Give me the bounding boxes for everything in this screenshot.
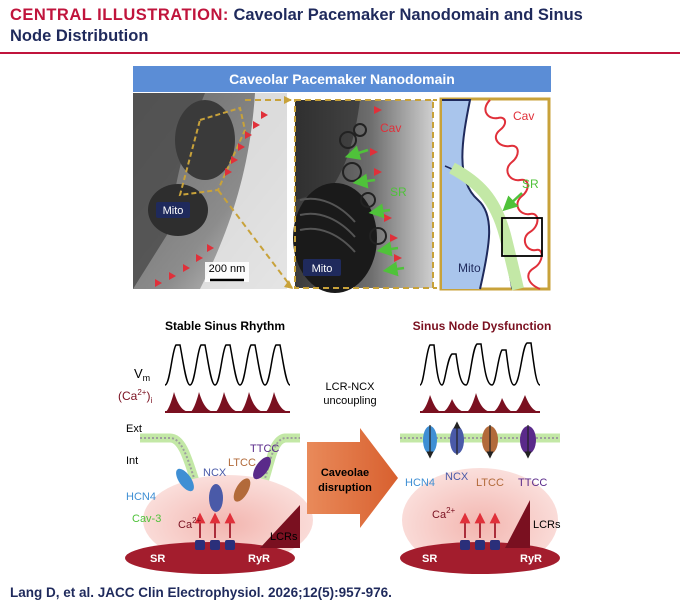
stable-ca2-sup: 2+ xyxy=(192,516,201,525)
dysfunction-hcn4-label: HCN4 xyxy=(405,477,435,489)
stable-int-label: Int xyxy=(126,455,138,467)
stable-ca-close: ) xyxy=(146,389,150,403)
header-title-part2: Node Distribution xyxy=(10,27,149,45)
stable-cav3-label: Cav-3 xyxy=(132,513,161,525)
top-banner-title: Caveolar Pacemaker Nanodomain xyxy=(229,71,455,87)
stable-ca-open: (Ca xyxy=(118,389,138,403)
em-image-middle: Mito Cav SR xyxy=(293,99,434,293)
em-middle-cav-label: Cav xyxy=(380,121,401,135)
citation: Lang D, et al. JACC Clin Electrophysiol.… xyxy=(10,585,392,600)
dysfunction-ncx-channel xyxy=(450,421,464,455)
stable-ca2-text: Ca xyxy=(178,519,193,531)
stable-hcn4-label: HCN4 xyxy=(126,491,156,503)
stable-vm-label: Vm xyxy=(134,366,150,383)
stable-vm-trace xyxy=(164,344,291,386)
dysfunction-ca2-sup: 2+ xyxy=(446,506,455,515)
stable-lcrs-label: LCRs xyxy=(270,531,298,543)
dysfunction-sr-label: SR xyxy=(422,553,437,565)
stable-ca-transients xyxy=(165,392,290,413)
uncoupling-line2: uncoupling xyxy=(323,395,376,407)
em-middle-mito-label: Mito xyxy=(312,263,333,275)
disruption-arrow xyxy=(307,428,398,528)
top-banner xyxy=(133,66,551,92)
dysfunction-ttcc-channel xyxy=(520,425,536,459)
stable-ca2-label: Ca2+ xyxy=(178,516,202,531)
header-title-part1: Caveolar Pacemaker Nanodomain and Sinus xyxy=(233,6,583,24)
em-left-scale-label: 200 nm xyxy=(209,263,246,275)
stable-ltcc-label: LTCC xyxy=(228,457,256,469)
dysfunction-ncx-label: NCX xyxy=(445,471,469,483)
em-left-mito-label: Mito xyxy=(163,205,184,217)
dysfunction-lcr-bars xyxy=(505,500,530,548)
stable-ryr-label: RyR xyxy=(248,553,270,565)
stable-ext-label: Ext xyxy=(126,423,142,435)
stable-ncx-label: NCX xyxy=(203,467,227,479)
stable-sr xyxy=(125,542,295,574)
zoom-connector-bottom xyxy=(217,189,293,289)
dysfunction-ltcc-channel xyxy=(482,425,498,459)
em-middle-sr-label: SR xyxy=(390,185,407,199)
stable-hcn4-channel xyxy=(176,468,194,492)
dysfunction-ca-transients xyxy=(420,393,540,413)
stable-ltcc-channel xyxy=(233,478,251,502)
central-illustration: Caveolar Pacemaker Nanodomain Mito 200 n… xyxy=(118,66,561,574)
dysfunction-ca2-label: Ca2+ xyxy=(432,506,456,521)
stable-ttcc-channel xyxy=(253,456,271,480)
schematic-mito-label: Mito xyxy=(458,261,481,275)
stable-vm-sub: m xyxy=(143,373,151,383)
schematic-cav-label: Cav xyxy=(513,109,534,123)
disruption-line1: Caveolae xyxy=(321,467,369,479)
dysfunction-ryr-label: RyR xyxy=(520,553,542,565)
dysfunction-vm-trace xyxy=(419,342,541,386)
stable-ryr-channels xyxy=(195,540,235,550)
dysfunction-ryr-channels xyxy=(460,540,500,550)
stable-ttcc-label: TTCC xyxy=(250,443,279,455)
figure-header: CENTRAL ILLUSTRATION: Caveolar Pacemaker… xyxy=(0,0,680,52)
dysfunction-ltcc-label: LTCC xyxy=(476,477,504,489)
stable-lcr-bars xyxy=(260,505,300,548)
dysfunction-ryr-arrows xyxy=(459,512,501,538)
disruption-line2: disruption xyxy=(318,482,372,494)
uncoupling-line1: LCR-NCX xyxy=(326,381,376,393)
stable-ca-label: (Ca2+)i xyxy=(118,388,152,405)
schematic-panel: Cav SR Mito xyxy=(439,97,551,291)
stable-ca-sup: 2+ xyxy=(137,388,146,397)
dysfunction-ttcc-label: TTCC xyxy=(518,477,547,489)
stable-ryr-arrows xyxy=(194,512,236,538)
stable-vm-letter: V xyxy=(134,366,143,381)
schematic-sr-label: SR xyxy=(522,177,539,191)
stable-title: Stable Sinus Rhythm xyxy=(165,319,285,333)
header-kicker: CENTRAL ILLUSTRATION: xyxy=(10,6,229,24)
dysfunction-ca2-text: Ca xyxy=(432,509,447,521)
header-line-1: CENTRAL ILLUSTRATION: Caveolar Pacemaker… xyxy=(10,6,583,25)
stable-ca-sub: i xyxy=(150,396,152,405)
stable-ncx-channel xyxy=(209,484,223,512)
dysfunction-title: Sinus Node Dysfunction xyxy=(413,319,552,333)
stable-sr-label: SR xyxy=(150,553,165,565)
dysfunction-lcrs-label: LCRs xyxy=(533,519,561,531)
dysfunction-hcn4-channel xyxy=(423,425,437,459)
header-rule xyxy=(0,52,680,54)
dysfunction-sr xyxy=(400,542,560,574)
em-image-left: Mito 200 nm xyxy=(133,93,287,289)
